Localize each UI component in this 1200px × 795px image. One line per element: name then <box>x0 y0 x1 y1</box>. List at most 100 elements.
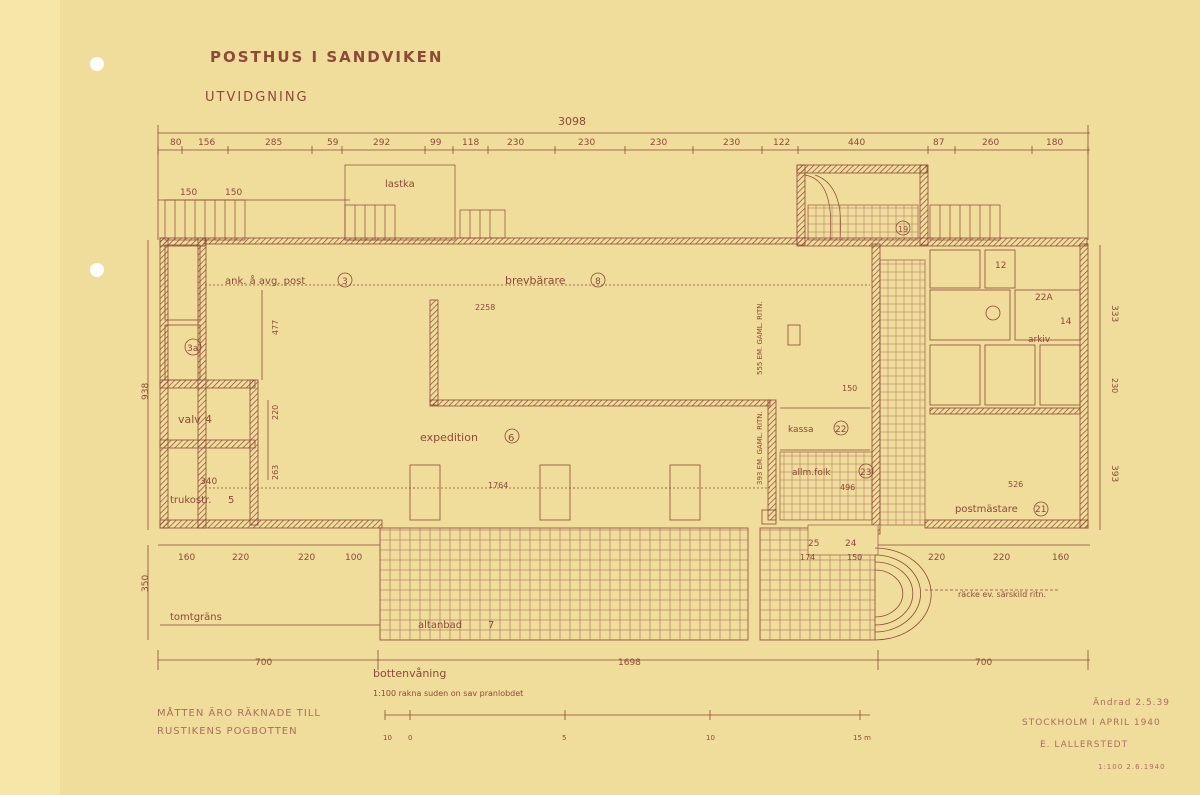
drawing-title: POSTHUS I SANDVIKEN <box>210 48 444 66</box>
room-brevbarare-number: 8 <box>595 277 601 287</box>
bottom-overall-right: 700 <box>975 658 992 668</box>
railing-note: räcke ev. särskild ritn. <box>958 590 1046 599</box>
left-dim-938: 938 <box>141 383 151 400</box>
top-dim-5: 292 <box>373 138 390 148</box>
dim-526: 526 <box>1008 480 1023 489</box>
room-allm-folk-number: 23 <box>860 468 871 478</box>
dimension-ticks <box>157 146 1089 154</box>
punch-hole-top <box>90 57 104 71</box>
dim-220: 220 <box>271 405 280 420</box>
room-allm-folk: allm.folk <box>792 468 831 478</box>
room-12: 12 <box>995 261 1006 271</box>
room-altan-number: 7 <box>488 620 494 631</box>
dim-477: 477 <box>271 320 280 335</box>
dim-393: 393 EM. GAML. RITN. <box>756 411 764 485</box>
dim-150: 150 <box>842 384 857 393</box>
dim-496: 496 <box>840 483 855 492</box>
top-dim-8: 230 <box>507 138 524 148</box>
scale-label-4: 10 <box>706 734 715 742</box>
stamp-note: 1:100 2.6.1940 <box>1098 763 1166 771</box>
floor-sublabel: 1:100 rakna suden on sav pranlobdet <box>373 689 523 698</box>
room-22A: 22A <box>1035 293 1053 303</box>
left-dim-350: 350 <box>141 575 151 592</box>
top-dim-13: 440 <box>848 138 865 148</box>
room-ank-number: 3 <box>342 277 348 287</box>
bottom-right-dim-2: 220 <box>993 553 1010 563</box>
property-line-label: tomtgräns <box>170 612 222 623</box>
room-25: 25 <box>808 539 819 549</box>
room-arkiv: arkiv <box>1028 335 1051 345</box>
revision-date: Ändrad 2.5.39 <box>1093 698 1170 708</box>
top-dim-2: 156 <box>198 138 215 148</box>
room-ank-avg-post: ank. å avg. post <box>225 274 305 287</box>
bottom-right-dim-1: 220 <box>928 553 945 563</box>
room-14: 14 <box>1060 317 1072 327</box>
top-dim-10: 230 <box>650 138 667 148</box>
room-trukost: trukostr. <box>170 495 211 506</box>
top-dim-16: 180 <box>1046 138 1063 148</box>
dim-174: 174 <box>800 553 815 562</box>
right-dim-393: 393 <box>1109 465 1119 482</box>
top-dim-3: 285 <box>265 138 282 148</box>
interior-lines <box>164 244 1081 521</box>
top-dim-1: 80 <box>170 138 182 148</box>
room-postmastare: postmästare <box>955 504 1018 515</box>
top-dim-15: 260 <box>982 138 999 148</box>
dim-263: 263 <box>271 465 280 480</box>
bottom-left-dim-1: 160 <box>178 553 195 563</box>
scale-label-3: 5 <box>562 734 566 742</box>
bottom-left-dim-4: 100 <box>345 553 362 563</box>
second-row-dim-2: 150 <box>225 188 242 198</box>
room-trukost-number: 5 <box>228 495 234 506</box>
room-19: 19 <box>898 225 908 234</box>
room-3a: 3a <box>187 344 198 354</box>
tiled-floors <box>379 204 926 641</box>
room-postmastare-number: 21 <box>1035 505 1046 515</box>
scale-label-5: 15 m <box>853 734 871 742</box>
bottom-overall-left: 700 <box>255 658 272 668</box>
punch-hole-bottom <box>90 263 104 277</box>
floor-label: bottenvåning <box>373 667 446 680</box>
room-kassa: kassa <box>788 425 813 435</box>
dimension-lines <box>147 125 1101 670</box>
scale-label-2: 0 <box>408 734 412 742</box>
second-row-dim-1: 150 <box>180 188 197 198</box>
room-altan: altanbad <box>418 620 462 631</box>
semicircle-steps <box>874 547 932 641</box>
top-dim-4: 59 <box>327 138 339 148</box>
dim-1764: 1764 <box>488 481 508 490</box>
drawing-subtitle: UTVIDGNING <box>205 90 309 105</box>
top-dim-14: 87 <box>933 138 944 148</box>
scale-bar <box>384 710 870 720</box>
right-dim-230: 230 <box>1110 378 1119 393</box>
sheet-margin <box>0 0 60 795</box>
bottom-overall-center: 1698 <box>618 658 641 668</box>
dim-555: 555 EM. GAML. RITN. <box>756 301 764 375</box>
measures-note-line1: MÅTTEN ÄRO RÄKNADE TILL <box>157 708 321 719</box>
dim-150-b: 150 <box>847 553 862 562</box>
room-lastka: lastka <box>385 179 415 190</box>
top-dim-9: 230 <box>578 138 595 148</box>
dim-340: 340 <box>200 477 217 487</box>
dim-2258: 2258 <box>475 303 495 312</box>
location-date: STOCKHOLM I APRIL 1940 <box>1022 718 1161 728</box>
overall-dimension: 3098 <box>558 115 586 128</box>
bottom-right-dim-3: 160 <box>1052 553 1069 563</box>
top-dim-7: 118 <box>462 138 479 148</box>
bottom-left-dim-2: 220 <box>232 553 249 563</box>
room-valv-number: 4 <box>205 413 212 426</box>
room-24: 24 <box>845 539 857 549</box>
top-dim-6: 99 <box>430 138 442 148</box>
room-valv: valv <box>178 413 201 426</box>
room-brevbarare: brevbärare <box>505 274 566 287</box>
room-expedition: expedition <box>420 431 478 444</box>
exterior-walls <box>159 164 1089 535</box>
top-dim-12: 122 <box>773 138 790 148</box>
scale-label-1: 10 <box>383 734 392 742</box>
measures-note-line2: RUSTIKENS POGBOTTEN <box>157 726 298 737</box>
room-expedition-number: 6 <box>508 433 514 444</box>
architect-name: E. LALLERSTEDT <box>1040 740 1129 750</box>
right-dim-333: 333 <box>1109 305 1119 322</box>
bottom-left-dim-3: 220 <box>298 553 315 563</box>
room-kassa-number: 22 <box>835 425 846 435</box>
